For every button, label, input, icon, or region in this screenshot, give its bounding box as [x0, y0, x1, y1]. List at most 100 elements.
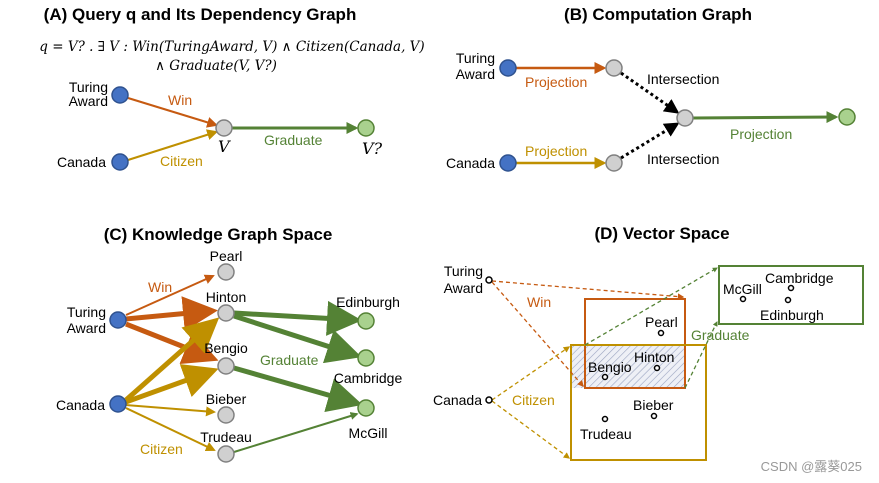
citizen-projection-line-top	[491, 346, 571, 401]
label-turing-line2: Award	[69, 93, 108, 109]
win-box	[584, 298, 686, 389]
edge-citizen-hinton	[124, 317, 220, 402]
query-formula-line1: q = V? . ∃ V : Win(TuringAward, V) ∧ Cit…	[39, 39, 424, 55]
edge-citizen-bengio	[125, 364, 219, 405]
label-bieber: Bieber	[633, 397, 674, 413]
label-graduate: Graduate	[691, 327, 750, 343]
answer-node	[838, 108, 856, 126]
intersection-node	[676, 109, 694, 127]
label-bieber: Bieber	[206, 391, 247, 407]
edge-citizen-bieber	[125, 404, 216, 417]
point-bieber	[650, 412, 658, 420]
point-edinburgh	[784, 296, 792, 304]
edge-graduate-cambridge	[233, 313, 362, 364]
label-canada: Canada	[56, 397, 105, 413]
label-canada: Canada	[57, 154, 106, 170]
point-hinton	[653, 364, 661, 372]
intersection-region	[571, 345, 685, 388]
graduate-box	[718, 265, 864, 325]
label-edinburgh: Edinburgh	[336, 294, 400, 310]
label-win: Win	[168, 92, 192, 108]
panel-a: (A) Query q and Its Dependency Graph q =…	[39, 5, 425, 171]
anchor-node-canada	[499, 154, 517, 172]
label-vq: V?	[362, 139, 383, 158]
label-cambridge: Cambridge	[334, 370, 403, 386]
label-graduate: Graduate	[264, 132, 323, 148]
graduate-projection-line-bottom	[684, 321, 718, 389]
edge-citizen	[127, 129, 219, 162]
label-turing-line1: Turing	[69, 79, 108, 95]
edge-win-bengio	[125, 321, 219, 364]
point-cambridge	[787, 284, 795, 292]
label-bengio: Bengio	[588, 359, 632, 375]
entity-node-trudeau	[217, 445, 235, 463]
label-citizen: Citizen	[160, 153, 203, 169]
point-mcgill	[739, 295, 747, 303]
variable-node-v	[215, 119, 233, 137]
label-win: Win	[148, 279, 172, 295]
point-trudeau	[601, 415, 609, 423]
label-trudeau: Trudeau	[580, 426, 632, 442]
label-mcgill: McGill	[723, 281, 762, 297]
panel-d-title: (D) Vector Space	[594, 224, 729, 243]
label-citizen: Citizen	[140, 441, 183, 457]
label-projection-bottom: Projection	[525, 143, 587, 159]
panel-b: (B) Computation Graph Turing Award Canad…	[446, 5, 856, 172]
edge-intersection-bottom	[620, 122, 680, 160]
label-projection-out: Projection	[730, 126, 792, 142]
point-pearl	[657, 329, 665, 337]
label-graduate: Graduate	[260, 352, 319, 368]
label-bengio: Bengio	[204, 340, 248, 356]
entity-node-hinton	[217, 304, 235, 322]
panel-a-title: (A) Query q and Its Dependency Graph	[44, 5, 357, 24]
projection-node-top	[605, 59, 623, 77]
label-hinton: Hinton	[206, 289, 246, 305]
label-cambridge: Cambridge	[765, 270, 834, 286]
anchor-point-canada	[485, 396, 493, 404]
entity-node-mcgill	[357, 399, 375, 417]
label-citizen: Citizen	[512, 392, 555, 408]
label-intersection-bottom: Intersection	[647, 151, 719, 167]
label-v: V	[218, 137, 231, 156]
edge-win	[127, 96, 219, 128]
label-mcgill: McGill	[349, 425, 388, 441]
edge-projection-out	[692, 111, 839, 124]
label-turing-line1: Turing	[444, 263, 483, 279]
panel-c-title: (C) Knowledge Graph Space	[104, 225, 333, 244]
watermark: CSDN @露葵025	[761, 459, 862, 474]
entity-node-bieber	[217, 406, 235, 424]
label-canada: Canada	[433, 392, 482, 408]
edge-win-hinton	[125, 296, 218, 332]
label-canada: Canada	[446, 155, 495, 171]
edge-graduate-mcgill-trudeau	[233, 412, 359, 453]
label-edinburgh: Edinburgh	[760, 307, 824, 323]
label-projection-top: Projection	[525, 74, 587, 90]
answer-node-vq	[357, 119, 375, 137]
label-turing-line1: Turing	[456, 50, 495, 66]
entity-node-cambridge	[357, 349, 375, 367]
entity-node-pearl	[217, 263, 235, 281]
edge-graduate-edinburgh	[233, 300, 362, 336]
entity-node-edinburgh	[357, 312, 375, 330]
anchor-node-turing	[109, 311, 127, 329]
label-pearl: Pearl	[210, 248, 243, 264]
label-hinton: Hinton	[634, 349, 674, 365]
edge-win-pearl	[125, 274, 215, 316]
label-trudeau: Trudeau	[200, 429, 252, 445]
label-intersection-top: Intersection	[647, 71, 719, 87]
label-turing-line2: Award	[67, 320, 106, 336]
panel-d: (D) Vector Space Turing Award Canada	[433, 224, 864, 461]
citizen-projection-line-bottom	[491, 400, 571, 459]
anchor-node-canada	[109, 395, 127, 413]
panel-b-title: (B) Computation Graph	[564, 5, 752, 24]
anchor-node-canada	[111, 153, 129, 171]
edge-citizen-trudeau	[125, 407, 216, 452]
label-turing-line2: Award	[456, 66, 495, 82]
panel-c: (C) Knowledge Graph Space Turing Award C…	[56, 225, 403, 463]
point-bengio	[601, 373, 609, 381]
label-win: Win	[527, 294, 551, 310]
win-projection-line-bottom	[491, 281, 584, 387]
graduate-projection-line-top	[584, 267, 718, 346]
edge-graduate-mcgill-bengio	[233, 365, 363, 413]
